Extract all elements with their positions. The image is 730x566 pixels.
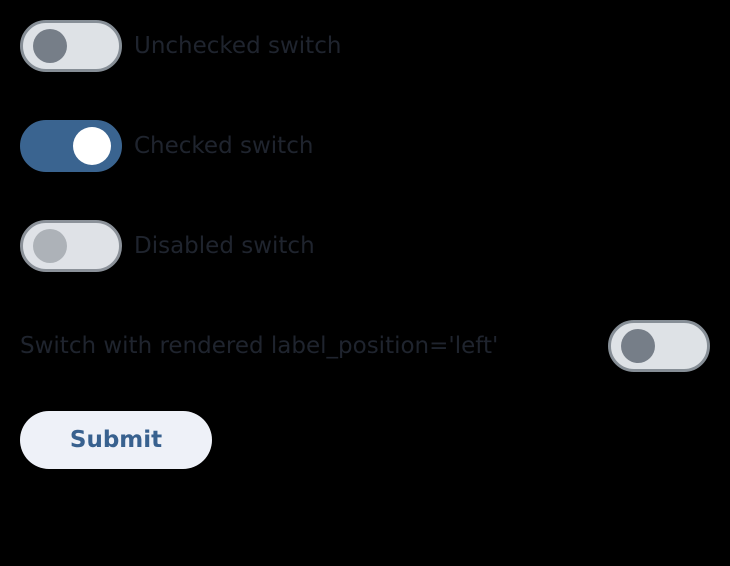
- submit-row: Submit: [20, 411, 710, 469]
- toggle-knob-icon: [33, 29, 67, 63]
- switch-label-checked: Checked switch: [134, 132, 314, 159]
- switch-label-disabled: Disabled switch: [134, 232, 315, 259]
- switch-row-label-left: Switch with rendered label_position='lef…: [20, 320, 710, 372]
- toggle-knob-icon: [73, 127, 111, 165]
- switch-label-unchecked: Unchecked switch: [134, 32, 342, 59]
- switch-row-unchecked: Unchecked switch: [20, 20, 710, 72]
- toggle-switch-unchecked[interactable]: [20, 20, 122, 72]
- toggle-knob-icon: [33, 229, 67, 263]
- switch-row-checked: Checked switch: [20, 120, 710, 172]
- toggle-switch-disabled: [20, 220, 122, 272]
- switch-row-disabled: Disabled switch: [20, 220, 710, 272]
- switch-label-label-left: Switch with rendered label_position='lef…: [20, 332, 499, 359]
- submit-button[interactable]: Submit: [20, 411, 212, 469]
- toggle-switch-checked[interactable]: [20, 120, 122, 172]
- toggle-knob-icon: [621, 329, 655, 363]
- toggle-switch-label-left[interactable]: [608, 320, 710, 372]
